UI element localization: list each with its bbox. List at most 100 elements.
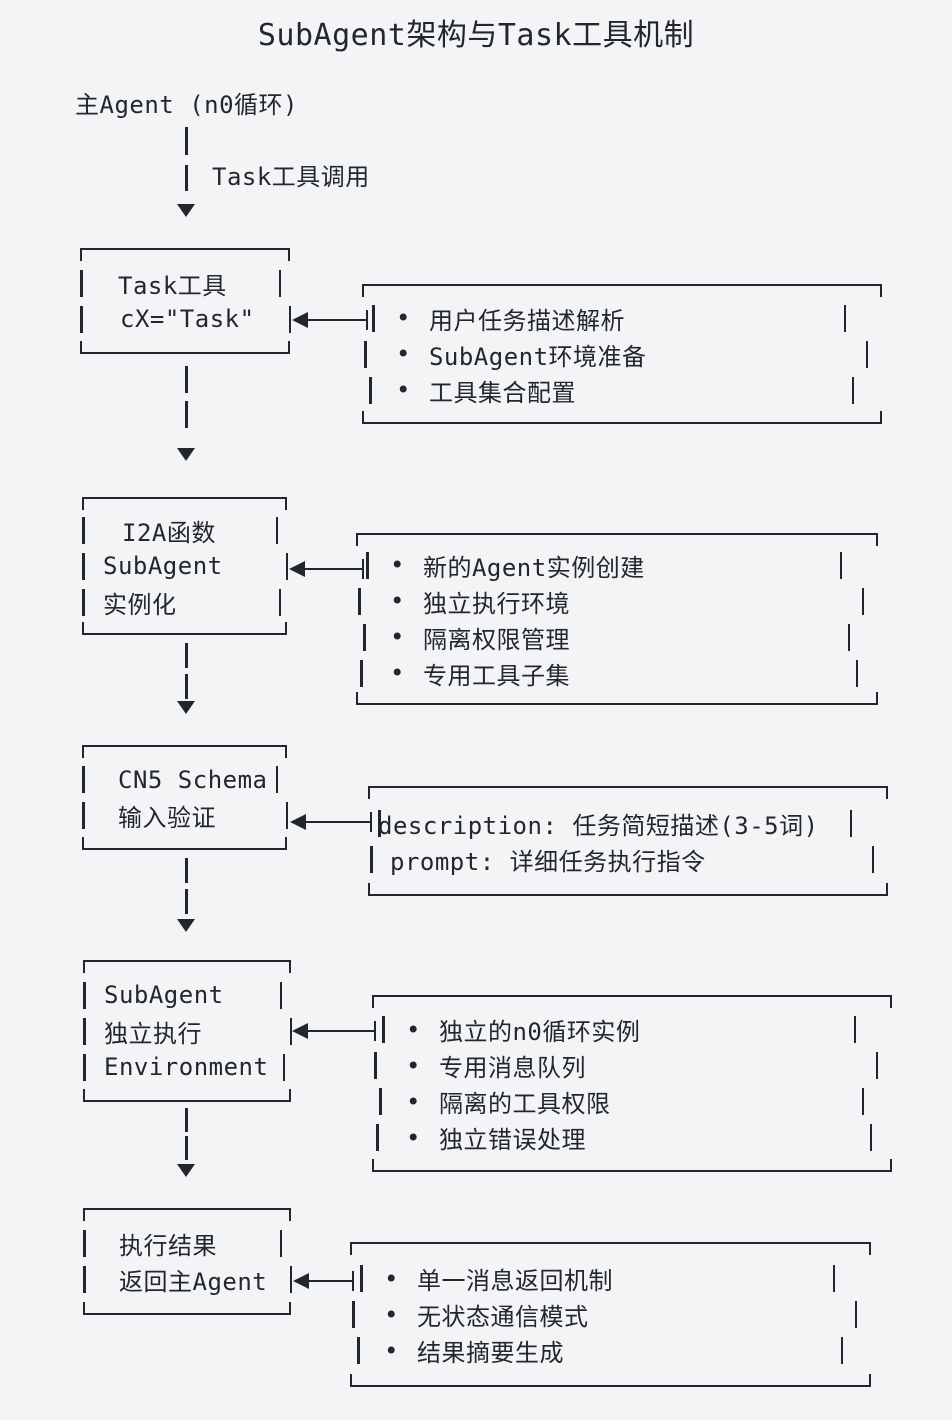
note-connector-arrow	[292, 1017, 376, 1045]
arrow-left-icon	[290, 814, 306, 830]
note-box-subagent-execution: •独立的n0循环实例 •专用消息队列 •隔离的工具权限 •独立错误处理	[372, 995, 892, 1172]
flow-connector-segment	[185, 858, 188, 883]
node-line: SubAgent	[82, 548, 288, 584]
flow-connector-segment	[185, 165, 188, 191]
arrow-down-icon	[177, 448, 195, 461]
bullet-icon: •	[384, 1336, 399, 1365]
note-item: •SubAgent环境准备	[362, 336, 882, 372]
bullet-icon: •	[406, 1123, 421, 1152]
bullet-icon: •	[390, 587, 405, 615]
note-item: •工具集合配置	[362, 372, 882, 408]
box-border-top	[356, 533, 878, 546]
box-border-bottom	[350, 1374, 871, 1387]
note-box-task-tool: •用户任务描述解析 •SubAgent环境准备 •工具集合配置	[362, 284, 882, 424]
node-line: SubAgent	[83, 977, 291, 1013]
bullet-icon: •	[390, 551, 405, 579]
flow-connector-segment	[185, 889, 188, 914]
node-line: 独立执行	[83, 1013, 292, 1049]
note-connector-arrow	[292, 306, 368, 334]
box-border-top	[362, 284, 882, 297]
bullet-icon: •	[396, 304, 411, 332]
connector-tick	[351, 1271, 354, 1291]
connector-line	[304, 318, 367, 322]
node-line: 输入验证	[82, 798, 288, 834]
flow-node-subagent-execution: SubAgent 独立执行 Environment	[83, 960, 292, 1102]
box-border-bottom	[362, 411, 882, 424]
note-box-cn5-schema: description: 任务简短描述(3-5词) prompt: 详细任务执行…	[368, 786, 888, 896]
note-item: •用户任务描述解析	[362, 300, 882, 336]
node-line: Task工具	[80, 265, 290, 301]
flow-connector-segment	[185, 1108, 188, 1132]
connector-line	[304, 1029, 375, 1033]
node-line: 返回主Agent	[83, 1262, 292, 1298]
bullet-icon: •	[396, 376, 411, 404]
arrow-left-icon	[293, 1273, 309, 1289]
box-border-bottom	[372, 1159, 892, 1172]
node-line: 实例化	[82, 584, 287, 620]
flow-connector-segment	[185, 643, 188, 668]
note-item: •新的Agent实例创建	[356, 547, 878, 583]
box-border-top	[80, 248, 290, 261]
note-item: •专用工具子集	[356, 655, 878, 691]
main-agent-label: 主Agent (n0循环)	[75, 91, 298, 119]
bullet-icon: •	[406, 1015, 421, 1044]
flow-connector-segment	[185, 127, 188, 155]
note-item: description: 任务简短描述(3-5词)	[368, 805, 888, 841]
flow-node-task-tool: Task工具 cX="Task"	[80, 248, 291, 354]
box-border-bottom	[83, 1089, 291, 1102]
arrow-down-icon	[177, 1164, 195, 1177]
arrow-left-icon	[289, 561, 305, 577]
flow-node-i2a-instantiation: I2A函数 SubAgent 实例化	[82, 497, 288, 635]
diagram-title: SubAgent架构与Task工具机制	[257, 18, 695, 53]
node-line: Environment	[83, 1049, 291, 1085]
bullet-icon: •	[384, 1300, 399, 1329]
note-connector-arrow	[290, 808, 372, 836]
box-border-top	[82, 497, 287, 510]
connector-line	[302, 820, 371, 824]
bullet-icon: •	[406, 1087, 421, 1116]
box-border-top	[372, 995, 892, 1008]
bullet-icon: •	[396, 340, 411, 368]
node-line: CN5 Schema	[82, 762, 287, 798]
connector-line	[305, 1279, 353, 1283]
connector-tick	[373, 1021, 376, 1041]
flow-connector-segment	[185, 366, 188, 393]
note-item: •单一消息返回机制	[350, 1261, 871, 1297]
flow-connector-segment	[185, 674, 188, 699]
note-item: •无状态通信模式	[350, 1297, 871, 1333]
box-border-top	[350, 1242, 871, 1255]
note-item: •结果摘要生成	[350, 1333, 871, 1369]
connector-tick	[365, 310, 368, 330]
box-border-bottom	[80, 341, 290, 354]
note-connector-arrow	[289, 555, 364, 583]
connector-line	[301, 567, 363, 571]
node-line: cX="Task"	[80, 301, 291, 337]
arrow-down-icon	[177, 701, 195, 714]
flow-connector-segment	[185, 401, 188, 428]
bullet-icon: •	[384, 1264, 399, 1293]
note-item: •独立错误处理	[372, 1120, 892, 1156]
bullet-icon: •	[390, 623, 405, 651]
box-border-top	[82, 745, 287, 758]
box-border-bottom	[356, 692, 878, 705]
node-line: 执行结果	[83, 1226, 291, 1262]
box-border-top	[368, 786, 888, 799]
note-item: •隔离权限管理	[356, 619, 878, 655]
arrow-down-icon	[177, 919, 195, 932]
arrow-left-icon	[292, 312, 308, 328]
flow-connector-segment	[185, 1136, 188, 1160]
bullet-icon: •	[390, 659, 405, 687]
connector-tick	[369, 812, 372, 832]
note-item: •隔离的工具权限	[372, 1084, 892, 1120]
note-item: •专用消息队列	[372, 1048, 892, 1084]
box-border-bottom	[368, 883, 888, 896]
arrow-left-icon	[292, 1023, 308, 1039]
note-box-i2a-instantiation: •新的Agent实例创建 •独立执行环境 •隔离权限管理 •专用工具子集	[356, 533, 878, 705]
note-box-result-return: •单一消息返回机制 •无状态通信模式 •结果摘要生成	[350, 1242, 871, 1387]
box-border-bottom	[82, 622, 287, 635]
note-connector-arrow	[293, 1267, 354, 1295]
flow-node-cn5-schema: CN5 Schema 输入验证	[82, 745, 288, 850]
box-border-bottom	[82, 837, 287, 850]
bullet-icon: •	[406, 1051, 421, 1080]
